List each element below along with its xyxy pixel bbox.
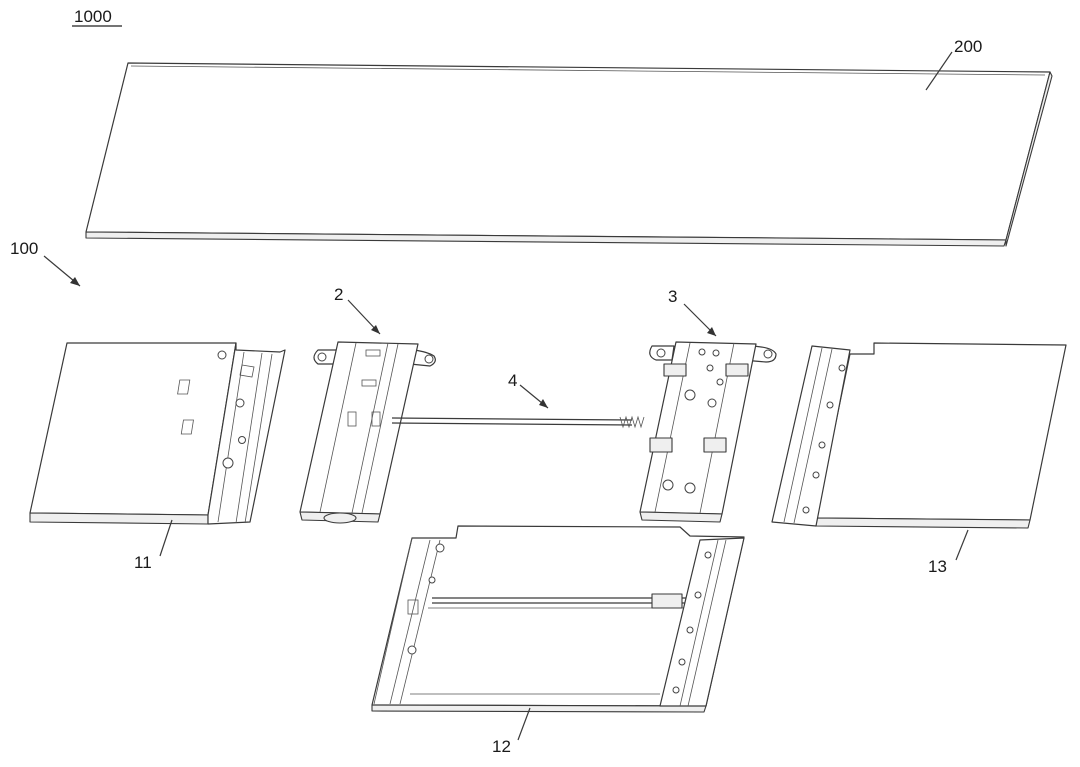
arrow-100-head [70, 277, 80, 286]
label-3: 3 [668, 287, 677, 306]
arrow-3-head [707, 327, 716, 336]
part-13 [771, 342, 1067, 529]
arrow-4-head [539, 399, 548, 408]
part-2 [299, 341, 436, 524]
label-13: 13 [928, 557, 947, 576]
label-200: 200 [954, 37, 982, 56]
label-2: 2 [334, 285, 343, 304]
label-11: 11 [134, 553, 152, 572]
label-1000: 1000 [74, 7, 112, 26]
leader-12 [517, 707, 531, 741]
label-12: 12 [492, 737, 511, 756]
label-4: 4 [508, 371, 517, 390]
leader-11 [159, 519, 173, 557]
leader-200 [925, 51, 953, 91]
leader-13 [955, 529, 969, 561]
label-100: 100 [10, 239, 38, 258]
part-3 [639, 341, 777, 523]
arrow-2-head [371, 325, 380, 334]
part-12 [371, 525, 745, 713]
part-11 [29, 342, 286, 525]
panel-200 [85, 62, 1053, 247]
part-4 [391, 415, 645, 429]
